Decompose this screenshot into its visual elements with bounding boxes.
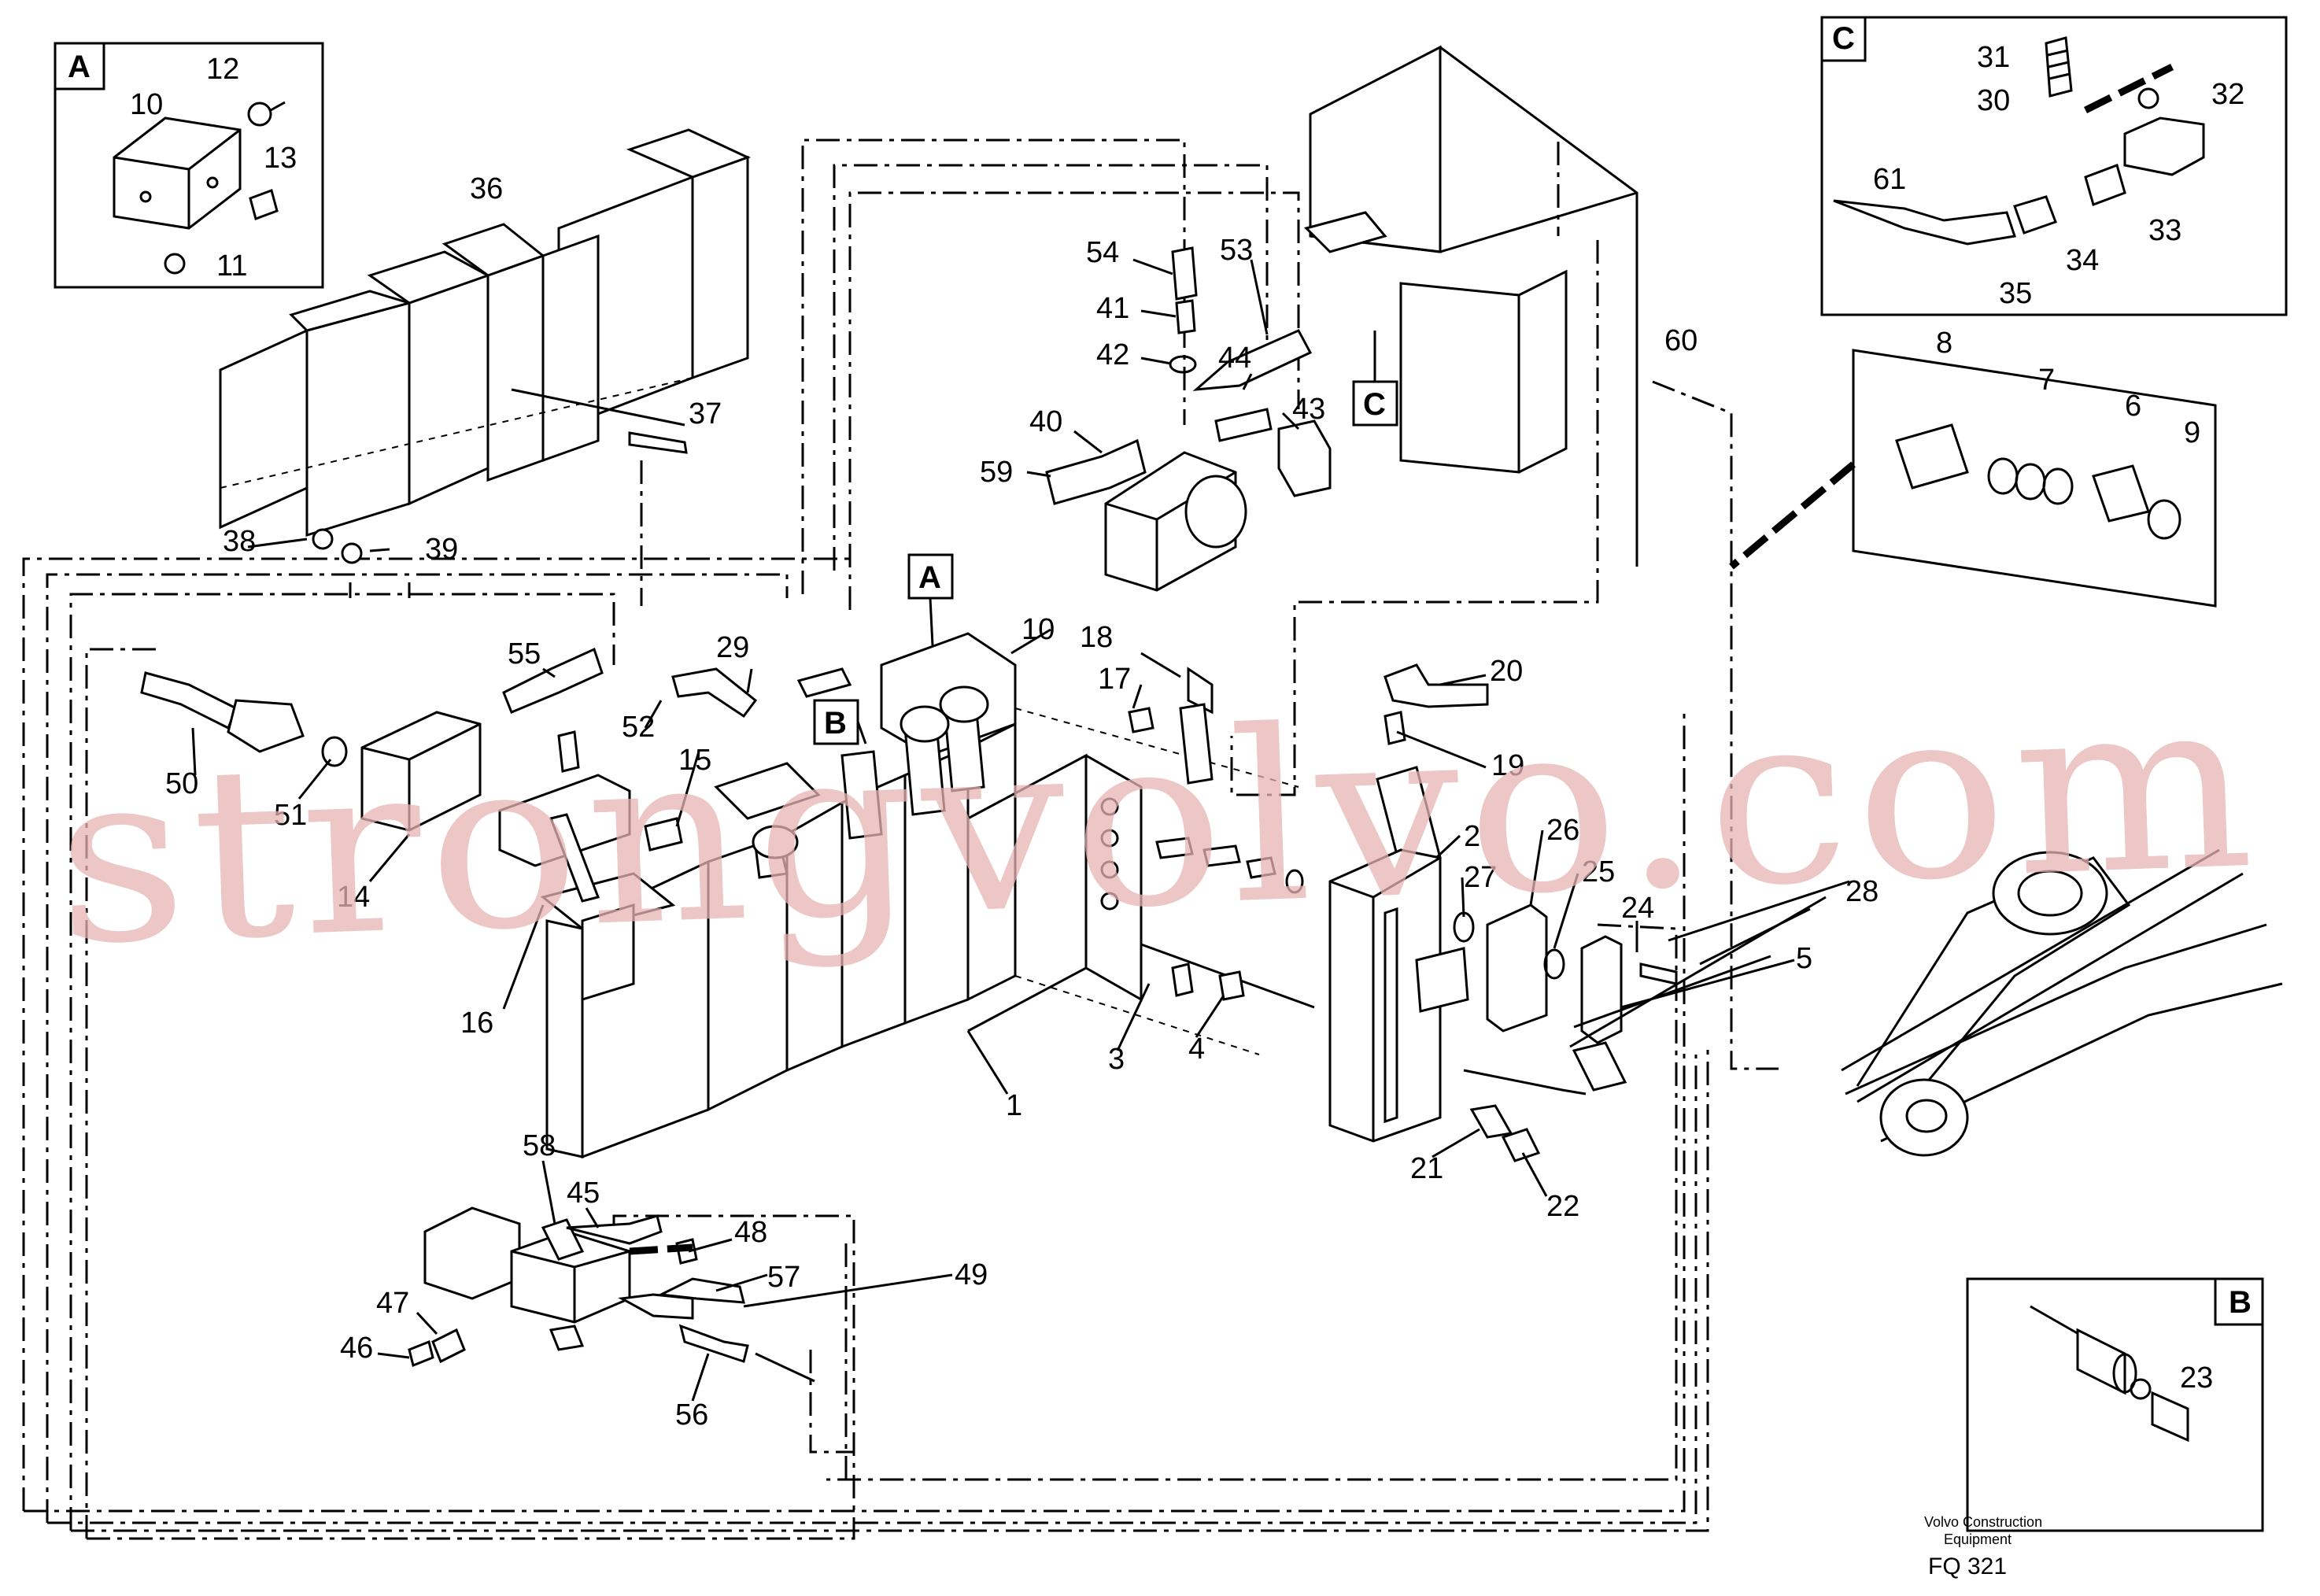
label-26: 26 <box>1546 814 1579 847</box>
label-55: 55 <box>508 637 541 671</box>
bottom-valve-group: 58 45 48 57 49 47 46 56 <box>340 1129 988 1432</box>
box-c-label-31: 31 <box>1977 41 2010 74</box>
detail-box-a-letter: A <box>68 50 91 84</box>
label-28: 28 <box>1845 875 1879 908</box>
label-3: 3 <box>1108 1043 1125 1076</box>
cab-structure: 60 C <box>1304 45 1698 567</box>
watermark: strongvolvo.com <box>52 646 2263 998</box>
label-45: 45 <box>567 1177 600 1210</box>
label-24: 24 <box>1621 892 1654 925</box>
box-a-label-10: 10 <box>130 88 163 121</box>
box-a-label-13: 13 <box>264 142 297 175</box>
label-25: 25 <box>1582 855 1615 889</box>
solenoid-valve-group: 54 53 41 42 44 43 40 59 <box>980 234 1332 592</box>
label-5: 5 <box>1796 942 1812 975</box>
seal-label-9: 9 <box>2184 416 2200 449</box>
label-44: 44 <box>1218 342 1251 375</box>
main-control-valve: A B 10 1 3 4 <box>540 553 1315 1159</box>
box-b-label-23: 23 <box>2180 1361 2213 1395</box>
label-2: 2 <box>1464 820 1480 853</box>
label-1: 1 <box>1006 1089 1022 1122</box>
box-c-label-30: 30 <box>1977 84 2010 117</box>
detail-box-c-letter: C <box>1832 21 1855 56</box>
box-c-label-61: 61 <box>1873 163 1906 196</box>
label-47: 47 <box>376 1287 409 1320</box>
detail-box-b: B 23 <box>1966 1277 2264 1532</box>
label-43: 43 <box>1292 393 1325 426</box>
label-60: 60 <box>1664 324 1698 357</box>
label-53: 53 <box>1220 234 1253 267</box>
label-15: 15 <box>678 744 711 777</box>
boom-cylinder <box>1841 848 2283 1157</box>
detail-box-b-letter: B <box>2229 1285 2252 1320</box>
label-54: 54 <box>1086 236 1119 269</box>
callout-a: A <box>918 560 941 595</box>
label-50: 50 <box>165 767 198 800</box>
label-36: 36 <box>470 172 503 205</box>
label-14: 14 <box>337 881 370 914</box>
seal-detail: 8 7 6 9 <box>1729 327 2217 608</box>
label-58: 58 <box>523 1129 556 1162</box>
leader-lines <box>191 258 1811 1402</box>
label-38: 38 <box>223 525 256 558</box>
label-41: 41 <box>1096 292 1129 325</box>
box-c-label-34: 34 <box>2066 244 2099 277</box>
right-valve-section: 18 17 20 19 2 26 27 25 24 28 5 21 22 <box>1080 621 1879 1223</box>
label-51: 51 <box>274 799 307 832</box>
box-a-label-11: 11 <box>216 249 247 283</box>
label-49: 49 <box>955 1258 988 1291</box>
label-40: 40 <box>1029 405 1062 438</box>
label-16: 16 <box>460 1007 493 1040</box>
label-39: 39 <box>425 533 458 566</box>
label-27: 27 <box>1464 861 1497 894</box>
label-46: 46 <box>340 1332 373 1365</box>
left-fittings: 50 51 14 16 15 52 55 29 <box>140 631 852 1040</box>
label-22: 22 <box>1546 1190 1579 1223</box>
valve-stack-36: 36 37 38 39 <box>219 128 751 566</box>
seal-label-6: 6 <box>2125 390 2141 423</box>
detail-box-a: A 10 12 13 11 <box>54 42 324 289</box>
box-c-label-33: 33 <box>2148 214 2181 247</box>
label-18: 18 <box>1080 621 1113 654</box>
label-17: 17 <box>1098 663 1131 696</box>
label-52: 52 <box>622 711 655 744</box>
callout-c: C <box>1363 387 1386 422</box>
label-42: 42 <box>1096 338 1129 371</box>
box-c-label-35: 35 <box>1999 277 2032 310</box>
box-c-label-32: 32 <box>2211 78 2244 111</box>
label-57: 57 <box>767 1261 800 1294</box>
label-48: 48 <box>734 1216 767 1249</box>
detail-box-c: C 31 30 32 61 33 34 35 <box>1820 16 2288 316</box>
label-21: 21 <box>1410 1152 1443 1185</box>
label-56: 56 <box>675 1398 708 1432</box>
label-20: 20 <box>1490 655 1523 688</box>
seal-label-7: 7 <box>2038 364 2055 397</box>
callout-b: B <box>824 706 847 741</box>
label-59: 59 <box>980 456 1013 489</box>
footer-code: FQ 321 <box>1928 1554 2007 1579</box>
label-37: 37 <box>689 397 722 430</box>
label-4: 4 <box>1188 1033 1205 1066</box>
hydraulic-lines <box>22 139 1779 1540</box>
seal-label-8: 8 <box>1936 327 1952 360</box>
box-a-label-12: 12 <box>206 53 239 86</box>
label-19: 19 <box>1491 749 1524 782</box>
label-29: 29 <box>716 631 749 664</box>
